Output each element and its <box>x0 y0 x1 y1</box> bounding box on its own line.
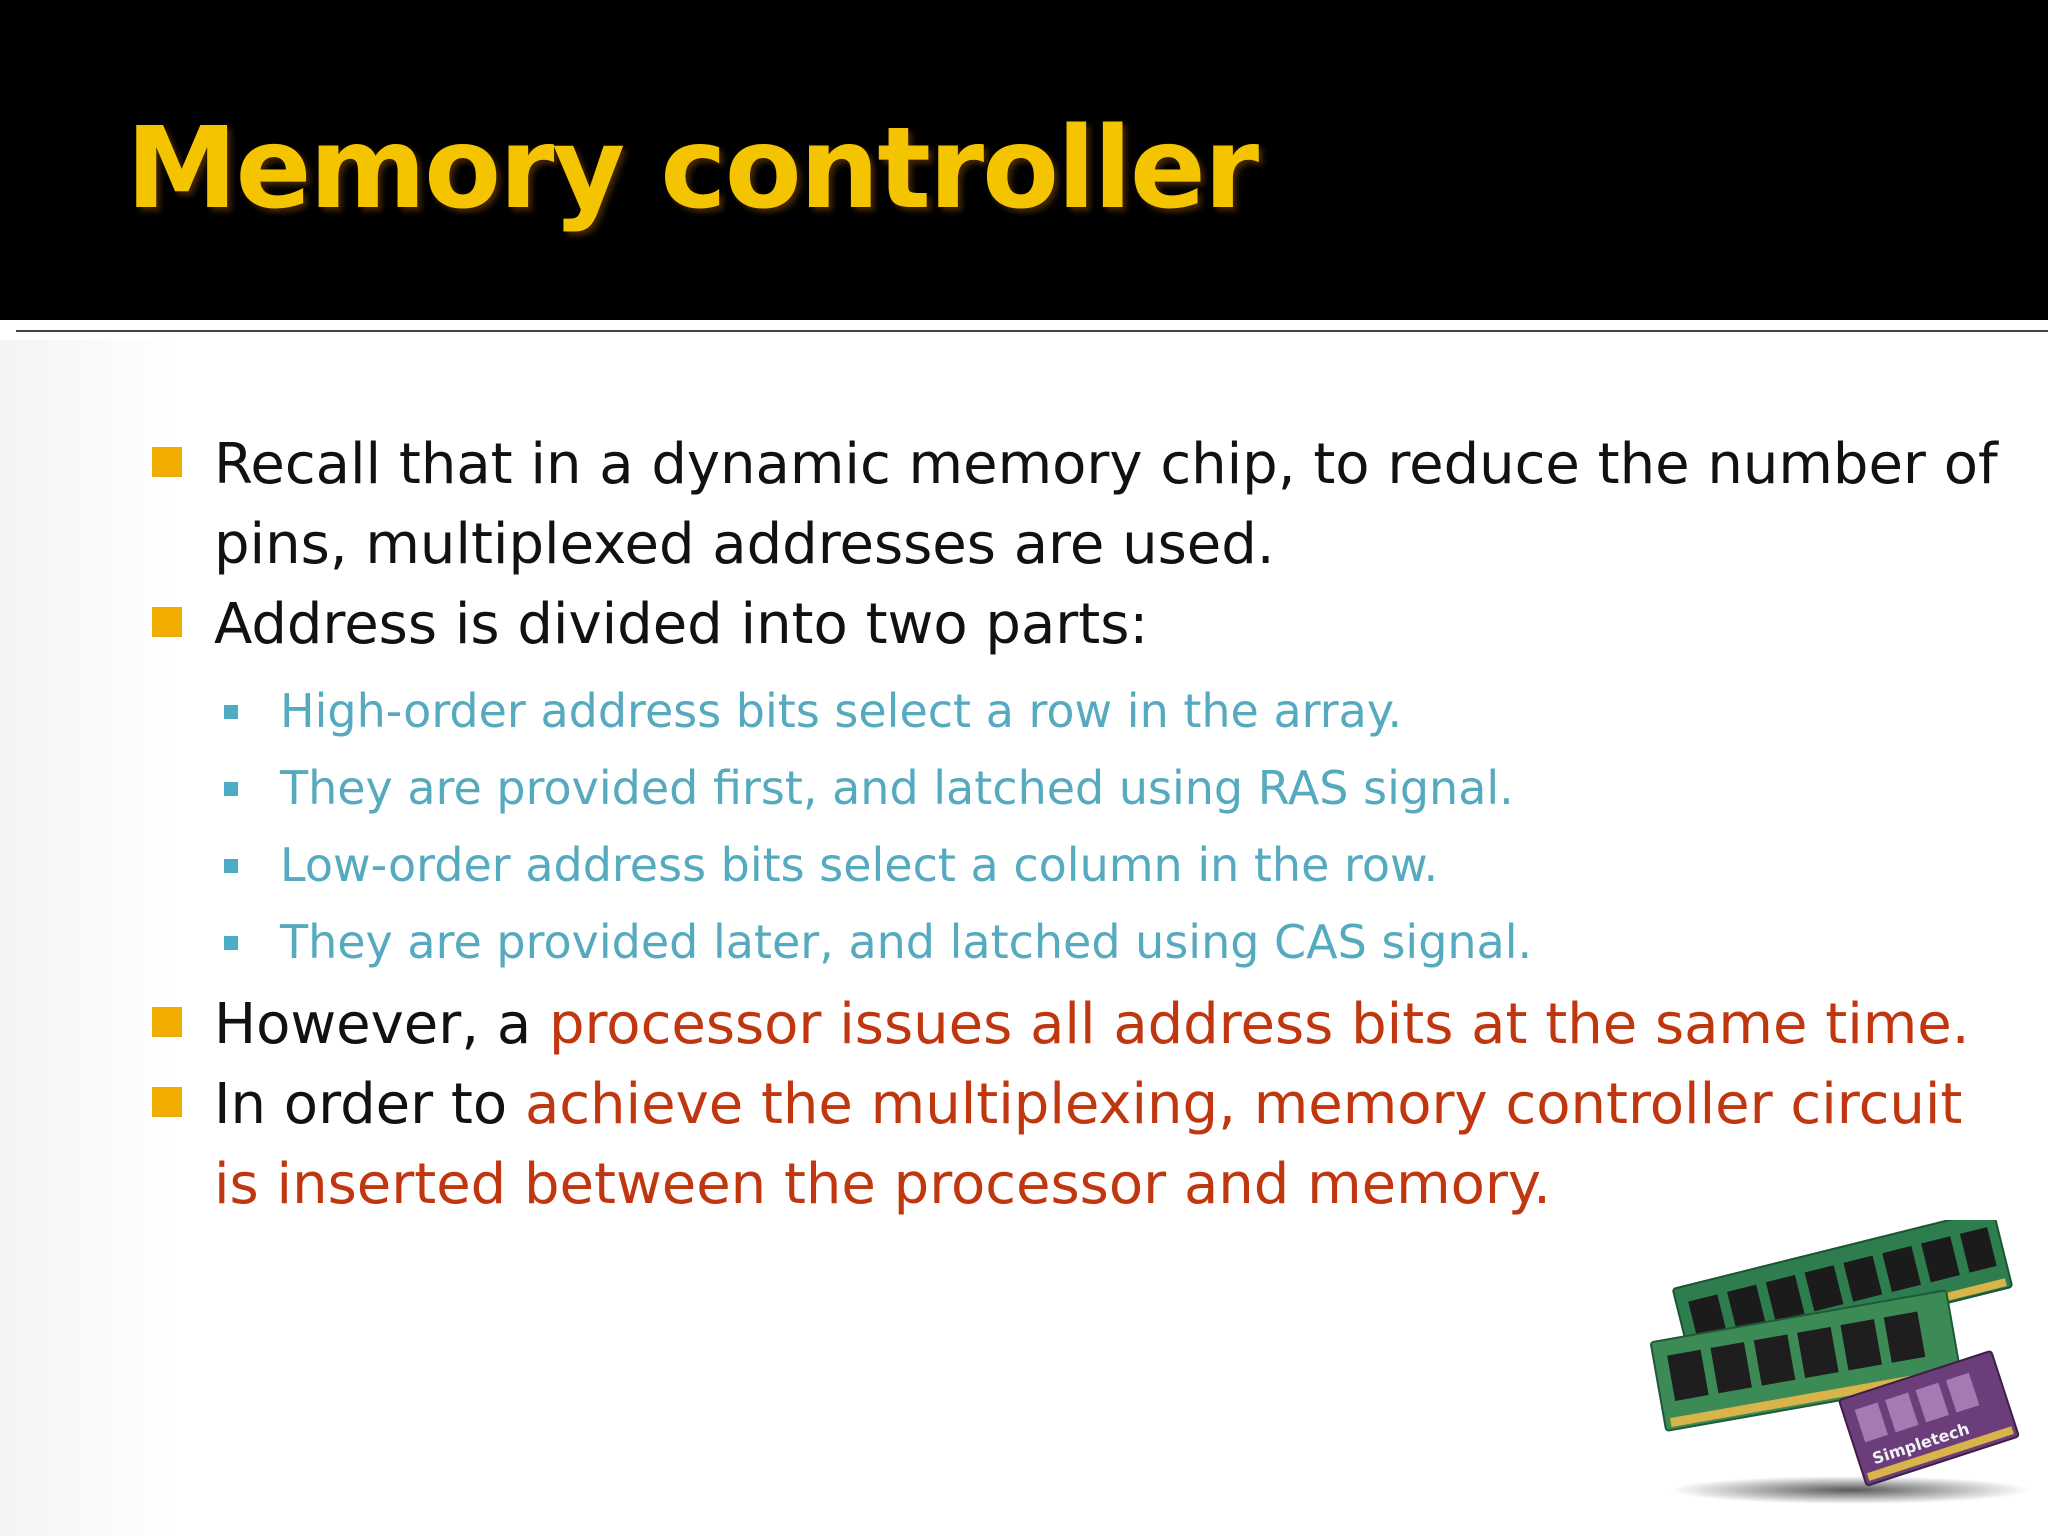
sub-bullet-item: They are provided later, and latched usi… <box>140 904 2000 981</box>
sub-bullet-text: They are provided first, and latched usi… <box>280 761 1514 815</box>
bullet-text: Recall that in a dynamic memory chip, to… <box>214 432 1998 577</box>
bullet-text-highlight: achieve the multiplexing, memory control… <box>214 1072 1963 1217</box>
sub-bullet-text: Low-order address bits select a column i… <box>280 838 1439 892</box>
square-bullet-icon <box>152 607 182 637</box>
square-bullet-icon <box>152 447 182 477</box>
square-bullet-icon <box>152 1087 182 1117</box>
small-square-bullet-icon <box>224 705 238 719</box>
ram-modules-image: Simpletech <box>1650 1220 2030 1504</box>
bullet-item: However, a processor issues all address … <box>140 985 2000 1065</box>
sub-bullet-list: High-order address bits select a row in … <box>140 673 2000 981</box>
small-square-bullet-icon <box>224 859 238 873</box>
left-shade <box>0 340 180 1536</box>
small-square-bullet-icon <box>224 936 238 950</box>
sub-bullet-text: High-order address bits select a row in … <box>280 684 1403 738</box>
square-bullet-icon <box>152 1007 182 1037</box>
sub-bullet-text: They are provided later, and latched usi… <box>280 915 1533 969</box>
slide-title: Memory controller <box>126 104 1259 234</box>
small-square-bullet-icon <box>224 782 238 796</box>
bullet-text-highlight: processor issues all address bits at the… <box>548 992 1970 1057</box>
sub-bullet-item: Low-order address bits select a column i… <box>140 827 2000 904</box>
title-bar: Memory controller <box>0 0 2048 320</box>
bullet-item: Recall that in a dynamic memory chip, to… <box>140 425 2000 585</box>
sub-bullet-item: They are provided first, and latched usi… <box>140 750 2000 827</box>
slide-body: Recall that in a dynamic memory chip, to… <box>140 425 2000 1225</box>
bullet-text-plain: However, a <box>214 992 549 1057</box>
bullet-item: In order to achieve the multiplexing, me… <box>140 1065 2000 1225</box>
bullet-item: Address is divided into two parts: <box>140 585 2000 665</box>
sub-bullet-item: High-order address bits select a row in … <box>140 673 2000 750</box>
title-divider <box>16 330 2048 332</box>
bullet-text-plain: In order to <box>214 1072 525 1137</box>
bullet-text: Address is divided into two parts: <box>214 592 1149 657</box>
